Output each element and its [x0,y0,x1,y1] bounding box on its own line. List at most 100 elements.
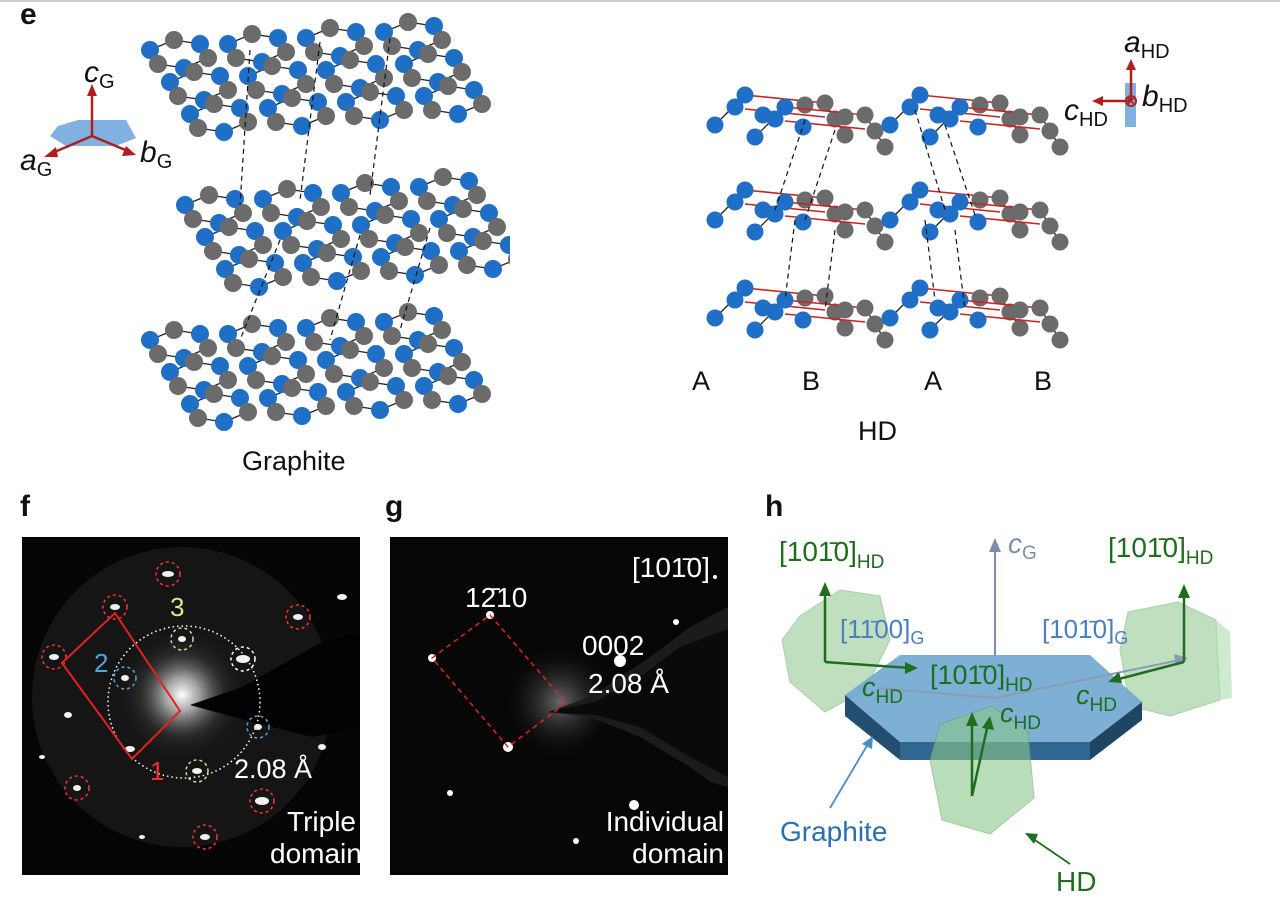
carbon-atom [465,371,483,389]
carbon-atom [165,31,183,49]
carbon-atom [169,87,187,105]
carbon-atom [911,279,929,297]
interlayer-bond [329,234,361,341]
carbon-atom [1031,201,1049,219]
carbon-atom [274,268,292,286]
carbon-atom [297,319,315,337]
carbon-atom [410,224,428,242]
carbon-atom [746,321,764,339]
carbon-atom [991,189,1009,207]
spot-label-1210: 12̄10 [465,582,528,613]
carbon-atom [971,289,989,307]
spot-label-0002: 0002 [582,630,645,661]
carbon-atom [1051,138,1069,156]
interlayer-bond [784,219,796,301]
carbon-atom [274,222,292,240]
carbon-atom [304,184,322,202]
carbon-atom [419,45,437,63]
carbon-atom [289,351,307,369]
carbon-atom [345,107,363,125]
carbon-atom [219,371,237,389]
carbon-atom [196,228,214,246]
carbon-atom [337,383,355,401]
carbon-atom [454,200,472,218]
axis-c-g: cG [84,56,115,93]
carbon-atom [263,57,281,75]
carbon-atom [438,224,456,242]
carbon-atom [991,94,1009,112]
carbon-atom [239,357,257,375]
carbon-atom [375,69,393,87]
carbon-atom [294,254,312,272]
carbon-atom [297,365,315,383]
carbon-atom [332,184,350,202]
carbon-atom [361,373,379,391]
carbon-atom [901,98,919,116]
carbon-atom [460,172,478,190]
carbon-atom [425,17,443,35]
carbon-atom [321,309,339,327]
carbon-atom [445,339,463,357]
carbon-atom [1011,108,1029,126]
carbon-atom [325,75,343,93]
carbon-atom [383,37,401,55]
carbon-atom [302,268,320,286]
carbon-atom [231,99,249,117]
carbon-atom [776,291,794,309]
carbon-atom [317,107,335,125]
carbon-atom [445,49,463,67]
carbon-atom [488,218,506,236]
carbon-atom [836,301,854,319]
carbon-atom [422,242,440,260]
carbon-atom [328,272,346,290]
panel-e-letter: e [20,0,37,31]
carbon-atom [277,333,295,351]
carbon-atom [380,262,398,280]
top-border [0,0,1280,2]
carbon-atom [836,319,854,337]
carbon-atom [465,81,483,99]
carbon-atom [231,389,249,407]
carbon-atom [836,126,854,144]
carbon-atom [317,351,335,369]
hd-caption: HD [858,416,897,446]
stacking-label-4: B [1034,366,1053,396]
carbon-atom [185,63,203,81]
carbon-atom [395,391,413,409]
carbon-atom [347,313,365,331]
carbon-atom [189,409,207,427]
carbon-atom [247,371,265,389]
carbon-atom [298,212,316,230]
interlayer-bond [924,219,936,301]
carbon-atom [433,31,451,49]
carbon-atom [269,29,287,47]
carbon-atom [876,331,894,349]
carbon-atom [375,313,393,331]
carbon-atom [277,43,295,61]
carbon-atom [297,29,315,47]
carbon-atom [220,218,238,236]
carbon-atom [181,395,199,413]
panel-g-letter: g [385,490,404,523]
carbon-atom [794,213,812,231]
carbon-atom [866,217,884,235]
carbon-atom [224,274,242,292]
carbon-atom [317,61,335,79]
carbon-atom [403,359,421,377]
carbon-atom [383,327,401,345]
carbon-atom [189,119,207,137]
carbon-atom [149,345,167,363]
carbon-atom [200,186,218,204]
carbon-atom [508,253,510,265]
carbon-atom [969,213,987,231]
spot-number-2: 2 [94,648,109,678]
carbon-atom [901,291,919,309]
carbon-atom [458,256,476,274]
axis-b-g: bG [140,136,173,173]
carbon-atom [468,186,486,204]
carbon-atom [881,211,899,229]
carbon-atom [816,287,834,305]
carbon-atom [473,95,491,113]
carbon-atom [484,260,502,278]
carbon-atom [434,168,452,186]
